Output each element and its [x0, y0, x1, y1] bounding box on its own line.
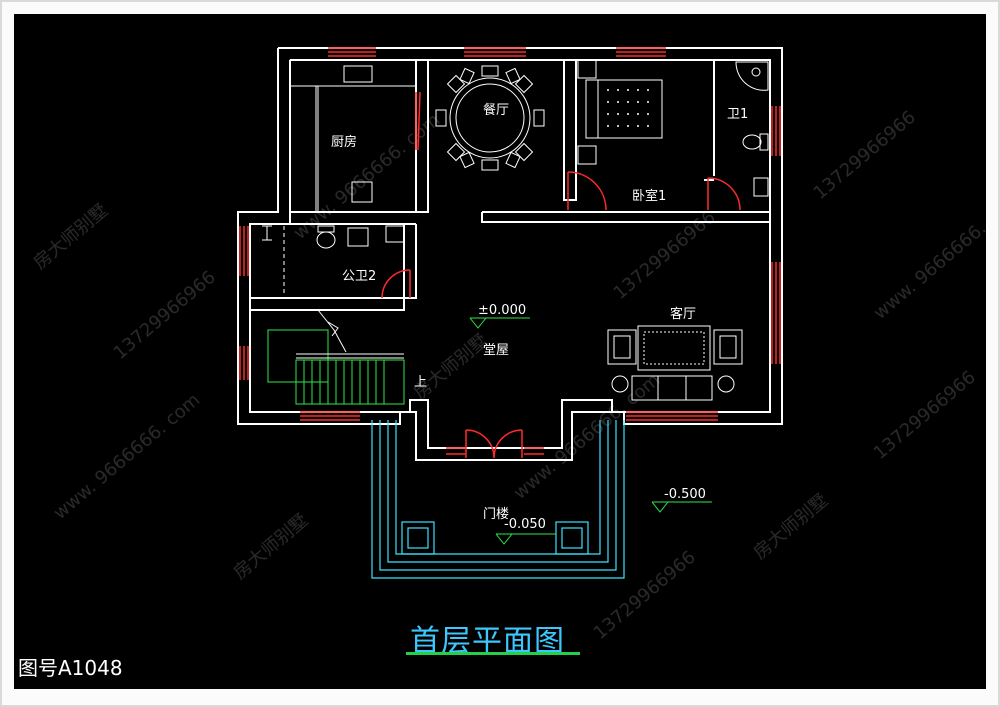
room-label-hall: 堂屋 [483, 343, 509, 358]
window [464, 47, 526, 57]
floor-plan: 房大师别墅 13729966966 www. 9666666. com 房大师别… [30, 47, 986, 644]
watermark-text: 房大师别墅 [750, 490, 832, 564]
room-label-porch: 门楼 [483, 507, 509, 522]
bed-icon [577, 59, 663, 165]
armchair-icon [607, 329, 637, 365]
elevation-hall: ±0.000 [478, 303, 526, 318]
porch-column [555, 521, 589, 555]
window [771, 262, 781, 364]
watermark-text: 13729966966 [110, 267, 220, 364]
bath2-fixtures [262, 225, 405, 296]
window [300, 411, 360, 421]
window [239, 346, 249, 380]
watermark-text: www. 9666666. com [870, 189, 986, 323]
room-label-bedroom1: 卧室1 [632, 188, 666, 204]
shower-head-icon [262, 225, 272, 241]
kitchen-sink-icon [343, 65, 373, 83]
elevation-marker [469, 317, 530, 329]
room-label-living: 客厅 [670, 306, 696, 322]
room-label-bath1: 卫1 [727, 107, 748, 122]
elevation-marker [651, 501, 712, 513]
toilet-icon [742, 134, 762, 150]
room-label-public-bath2: 公卫2 [342, 269, 376, 284]
watermark-layer: 房大师别墅 13729966966 www. 9666666. com 房大师别… [30, 107, 986, 644]
side-table-icon [611, 375, 629, 393]
laundry-icon [385, 225, 405, 243]
shower-icon [735, 61, 769, 91]
kitchen-counter-side [315, 85, 319, 213]
room-label-dining: 餐厅 [483, 102, 509, 118]
kitchen-counter [289, 59, 417, 87]
door-swing [707, 177, 741, 211]
bath1-fixtures [735, 61, 769, 197]
window [415, 91, 421, 151]
watermark-text: www. 9666666. com [50, 389, 204, 523]
cad-canvas: 房大师别墅 13729966966 www. 9666666. com 房大师别… [14, 14, 986, 689]
staircase [267, 309, 405, 405]
window [626, 411, 718, 421]
watermark-text: 房大师别墅 [30, 200, 112, 274]
armchair-icon [713, 329, 743, 365]
kitchen-fixtures [289, 59, 417, 213]
watermark-text: 13729966966 [590, 547, 700, 644]
fridge-icon [351, 181, 373, 203]
window [239, 226, 249, 276]
window [446, 447, 466, 455]
dining-table-icon [435, 65, 545, 171]
window-layer [239, 47, 781, 455]
coffee-table-icon [637, 325, 711, 371]
nightstand-icon [577, 145, 597, 165]
door-layer [381, 171, 741, 459]
watermark-text: 13729966966 [870, 367, 980, 464]
nightstand-icon [577, 59, 597, 79]
title-underline [406, 652, 580, 655]
watermark-text: 房大师别墅 [230, 510, 312, 584]
elevation-markers [469, 317, 712, 545]
window [328, 47, 376, 57]
dining-chairs [435, 65, 545, 171]
interior-walls [250, 60, 771, 311]
door-swing [567, 171, 607, 211]
watermark-text: 房大师别墅 [410, 330, 492, 404]
toilet-icon [316, 231, 336, 249]
washbasin-icon [347, 227, 369, 247]
living-room-furniture [607, 325, 743, 401]
watermark-text: 13729966966 [810, 107, 920, 204]
room-label-kitchen: 厨房 [331, 134, 357, 150]
stairs-up-label: 上 [414, 375, 427, 390]
watermark-text: www. 9666666. com [510, 369, 664, 503]
elevation-porch: -0.050 [504, 517, 546, 532]
porch [371, 420, 625, 579]
side-table-icon [717, 375, 735, 393]
elevation-marker [495, 533, 556, 545]
window [771, 106, 781, 156]
door-swing [381, 269, 411, 299]
porch-column [401, 521, 435, 555]
entrance-double-door [465, 429, 523, 459]
window [524, 447, 544, 455]
elevation-exterior: -0.500 [664, 487, 706, 502]
drawing-number: 图号A1048 [18, 656, 123, 680]
sofa-icon [631, 375, 713, 401]
washbasin-icon [753, 177, 769, 197]
window [616, 47, 666, 57]
